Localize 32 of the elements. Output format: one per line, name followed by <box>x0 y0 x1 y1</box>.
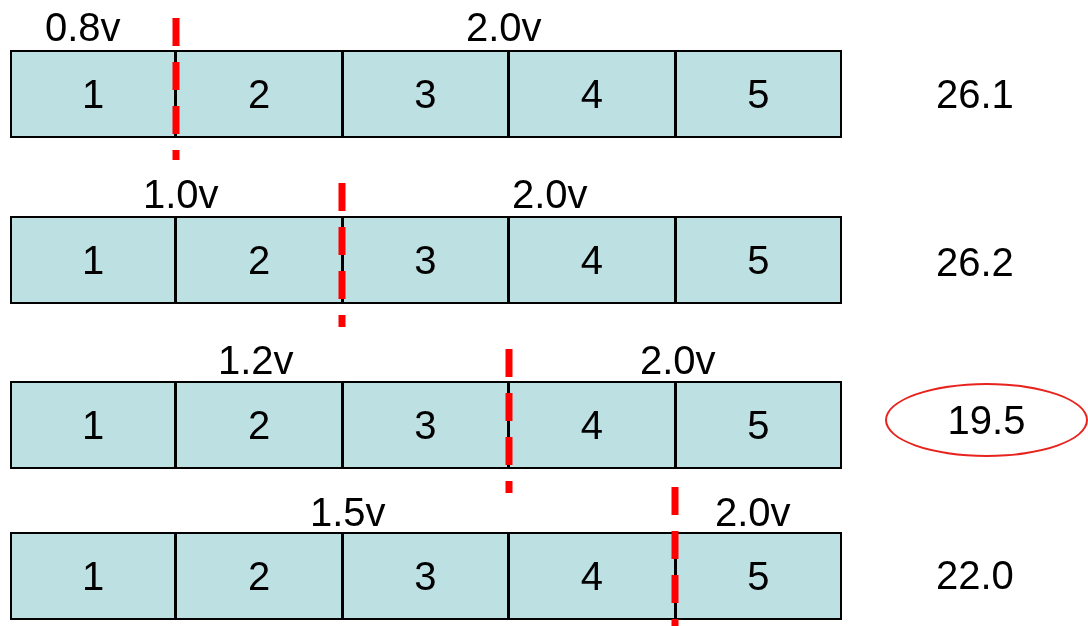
total-value: 26.1 <box>936 72 1014 116</box>
voltage-label: 2.0v <box>715 490 791 534</box>
segment-box: 5 <box>674 50 842 138</box>
segment-box: 1 <box>10 50 177 138</box>
voltage-label: 2.0v <box>512 172 588 216</box>
segment-box: 4 <box>508 381 676 469</box>
voltage-label: 1.2v <box>218 338 294 382</box>
segment-box: 5 <box>674 381 842 469</box>
segment-box: 3 <box>341 50 510 138</box>
segment-box: 5 <box>674 532 842 620</box>
segment-box: 3 <box>341 216 510 304</box>
segment-box: 5 <box>674 216 842 304</box>
segment-box: 1 <box>10 532 177 620</box>
segment-box: 2 <box>175 381 343 469</box>
segment-box: 1 <box>10 381 177 469</box>
circled-value: 19.5 <box>885 383 1088 457</box>
total-value: 26.2 <box>936 240 1014 284</box>
segment-box: 2 <box>175 216 343 304</box>
voltage-label: 1.0v <box>143 172 219 216</box>
segment-box: 3 <box>341 381 510 469</box>
segment-box: 4 <box>508 216 676 304</box>
segment-box: 3 <box>341 532 510 620</box>
voltage-label: 0.8v <box>45 5 121 49</box>
segment-box: 4 <box>508 532 676 620</box>
segment-box: 2 <box>175 50 343 138</box>
total-value: 22.0 <box>936 553 1014 597</box>
segment-box: 2 <box>175 532 343 620</box>
voltage-label: 2.0v <box>466 5 542 49</box>
voltage-label: 2.0v <box>640 338 716 382</box>
segment-box: 1 <box>10 216 177 304</box>
segment-box: 4 <box>508 50 676 138</box>
voltage-label: 1.5v <box>310 490 386 534</box>
